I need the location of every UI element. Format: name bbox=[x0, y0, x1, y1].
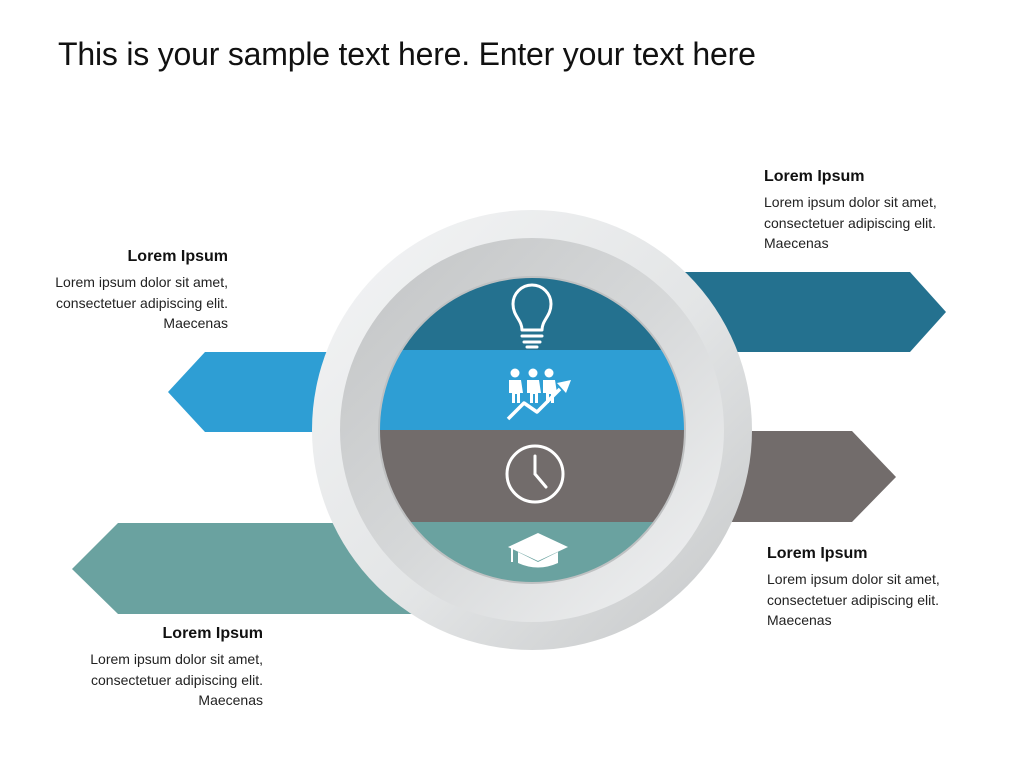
item-body: Lorem ipsum dolor sit amet, consectetuer… bbox=[764, 194, 937, 251]
text-block-lower-right: Lorem Ipsum Lorem ipsum dolor sit amet, … bbox=[767, 545, 982, 631]
item-body: Lorem ipsum dolor sit amet, consectetuer… bbox=[767, 571, 940, 628]
item-heading: Lorem Ipsum bbox=[767, 545, 868, 562]
team-growth-icon bbox=[506, 368, 571, 421]
item-body: Lorem ipsum dolor sit amet, consectetuer… bbox=[55, 274, 228, 331]
text-block-top-right: Lorem Ipsum Lorem ipsum dolor sit amet, … bbox=[764, 168, 979, 254]
item-heading: Lorem Ipsum bbox=[764, 168, 865, 185]
text-block-bottom-left: Lorem Ipsum Lorem ipsum dolor sit amet, … bbox=[48, 625, 263, 711]
item-body: Lorem ipsum dolor sit amet, consectetuer… bbox=[90, 651, 263, 708]
graduation-cap-icon bbox=[508, 533, 568, 568]
clock-icon bbox=[505, 444, 565, 504]
text-block-upper-left: Lorem Ipsum Lorem ipsum dolor sit amet, … bbox=[13, 248, 228, 334]
slide-title: This is your sample text here. Enter you… bbox=[58, 36, 756, 72]
item-heading: Lorem Ipsum bbox=[127, 248, 228, 265]
item-heading: Lorem Ipsum bbox=[162, 625, 263, 642]
core-band-3 bbox=[379, 430, 685, 523]
lightbulb-icon bbox=[511, 283, 553, 349]
